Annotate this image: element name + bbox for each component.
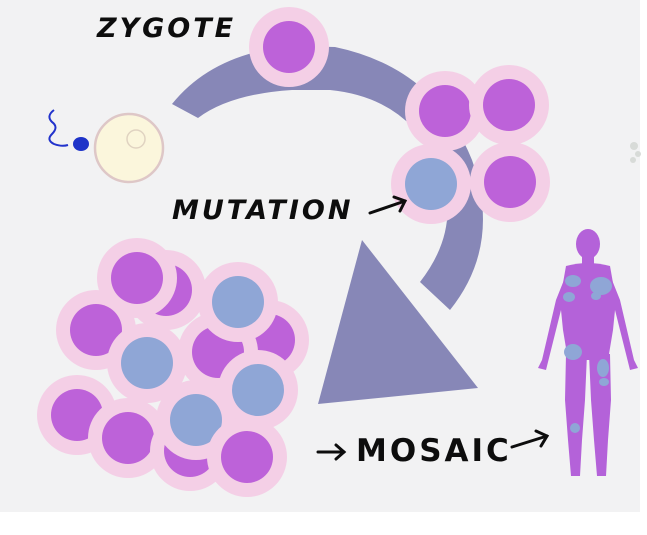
arrow-head [318, 240, 478, 404]
mutation-pointer-arrow [368, 195, 408, 215]
egg-icon [93, 112, 165, 184]
cell-purple-core [483, 79, 535, 131]
cell-mutated-core [405, 158, 457, 210]
mosaic-cell-cluster [37, 238, 309, 497]
mutation-label: MUTATION [172, 195, 354, 226]
mosaic-patches [563, 275, 612, 433]
human-figure-icon [538, 229, 638, 476]
cell-purple-core [484, 156, 536, 208]
cell-cluster-fragment-icon [630, 142, 641, 163]
zygote-cell [249, 7, 329, 87]
mosaic-left-arrow [316, 443, 347, 461]
sperm-icon [48, 109, 89, 151]
mosaic-right-arrow [510, 429, 550, 449]
four-cell-stage [391, 65, 550, 224]
mosaic-label: MOSAIC [356, 433, 512, 469]
zygote-label: ZYGOTE [97, 13, 237, 44]
cell-purple-core [419, 85, 471, 137]
